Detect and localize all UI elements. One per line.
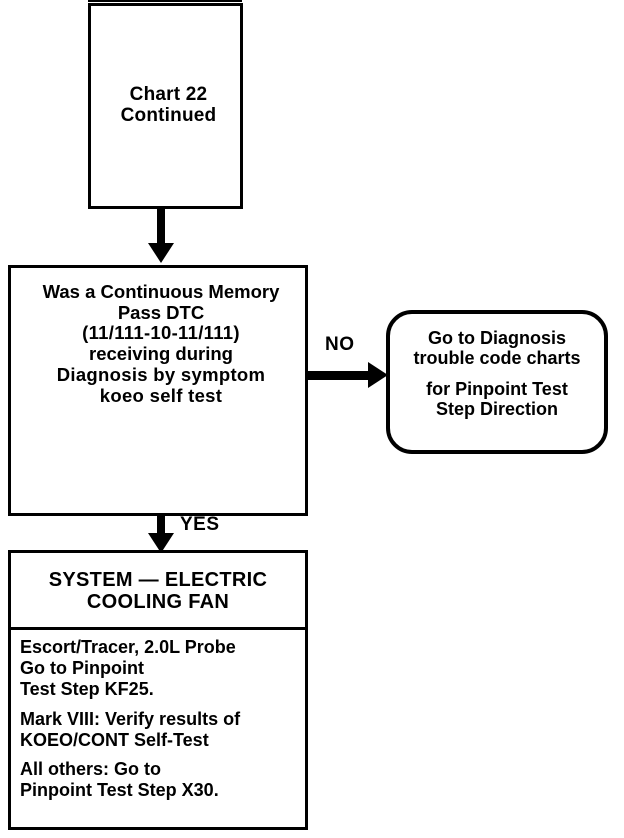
system-detail-3-line-1: All others: Go to <box>20 759 161 780</box>
continuous-memory-pass-dtc-decision: Was a Continuous Memory Pass DTC (11/111… <box>8 265 308 516</box>
chart-continuation-text: Chart 22 Continued <box>91 84 246 127</box>
decision-text: Was a Continuous Memory Pass DTC (11/111… <box>11 281 311 406</box>
system-detail-1-line-1: Escort/Tracer, 2.0L Probe <box>20 637 236 657</box>
no-branch-line-4: Step Direction <box>435 399 559 420</box>
no-branch-line-3: for Pinpoint Test <box>426 379 568 400</box>
connector-start-to-decision <box>157 209 165 245</box>
system-header-line-2: COOLING FAN <box>86 591 230 614</box>
system-detail-2-line-2: KOEO/CONT Self-Test <box>20 729 209 750</box>
system-detail-1-line-2: Go to Pinpoint <box>20 657 144 678</box>
cropped-edge-artifact <box>88 0 242 2</box>
no-branch-text: Go to Diagnosis trouble code charts for … <box>390 328 604 420</box>
decision-line-5: Diagnosis by symptom <box>56 363 266 385</box>
arrowhead-start-to-decision <box>148 243 174 263</box>
system-electric-cooling-fan: SYSTEM — ELECTRIC COOLING FAN Escort/Tra… <box>8 550 308 830</box>
go-to-diagnosis-trouble-code-charts: Go to Diagnosis trouble code charts for … <box>386 310 608 454</box>
decision-line-2: Pass DTC <box>117 301 205 323</box>
system-detail-2-line-1: Mark VIII: Verify results of <box>20 708 241 729</box>
edge-label-no: NO <box>325 334 355 355</box>
decision-line-3: (11/111-10-11/111) <box>82 322 240 344</box>
arrowhead-decision-to-no-branch <box>368 362 388 388</box>
chart-continuation-box: Chart 22 Continued <box>88 3 243 209</box>
decision-line-6: koeo self test <box>99 384 223 406</box>
decision-line-4: receiving during <box>89 343 233 365</box>
decision-line-1: Was a Continuous Memory <box>42 281 280 302</box>
chart-continuation-line-1: Chart 22 <box>129 84 208 105</box>
chart-continuation-line-2: Continued <box>120 105 217 127</box>
system-box-divider <box>11 627 305 630</box>
system-detail-3-line-2: Pinpoint Test Step X30. <box>20 780 219 801</box>
system-details-text: Escort/Tracer, 2.0L Probe Go to Pinpoint… <box>20 637 302 801</box>
no-branch-line-2: trouble code charts <box>413 348 581 369</box>
no-branch-line-1: Go to Diagnosis <box>427 328 566 348</box>
system-detail-paragraph-3: All others: Go to Pinpoint Test Step X30… <box>20 759 302 801</box>
edge-label-yes: YES <box>180 514 220 535</box>
system-detail-paragraph-1: Escort/Tracer, 2.0L Probe Go to Pinpoint… <box>20 637 302 700</box>
system-header-line-1: SYSTEM — ELECTRIC <box>48 569 268 591</box>
system-detail-paragraph-2: Mark VIII: Verify results of KOEO/CONT S… <box>20 709 302 751</box>
system-header-text: SYSTEM — ELECTRIC COOLING FAN <box>11 569 305 614</box>
connector-decision-to-no-branch <box>308 371 370 380</box>
arrowhead-decision-to-system <box>148 533 174 553</box>
connector-decision-to-system <box>157 516 165 538</box>
system-detail-1-line-3: Test Step KF25. <box>20 678 154 699</box>
